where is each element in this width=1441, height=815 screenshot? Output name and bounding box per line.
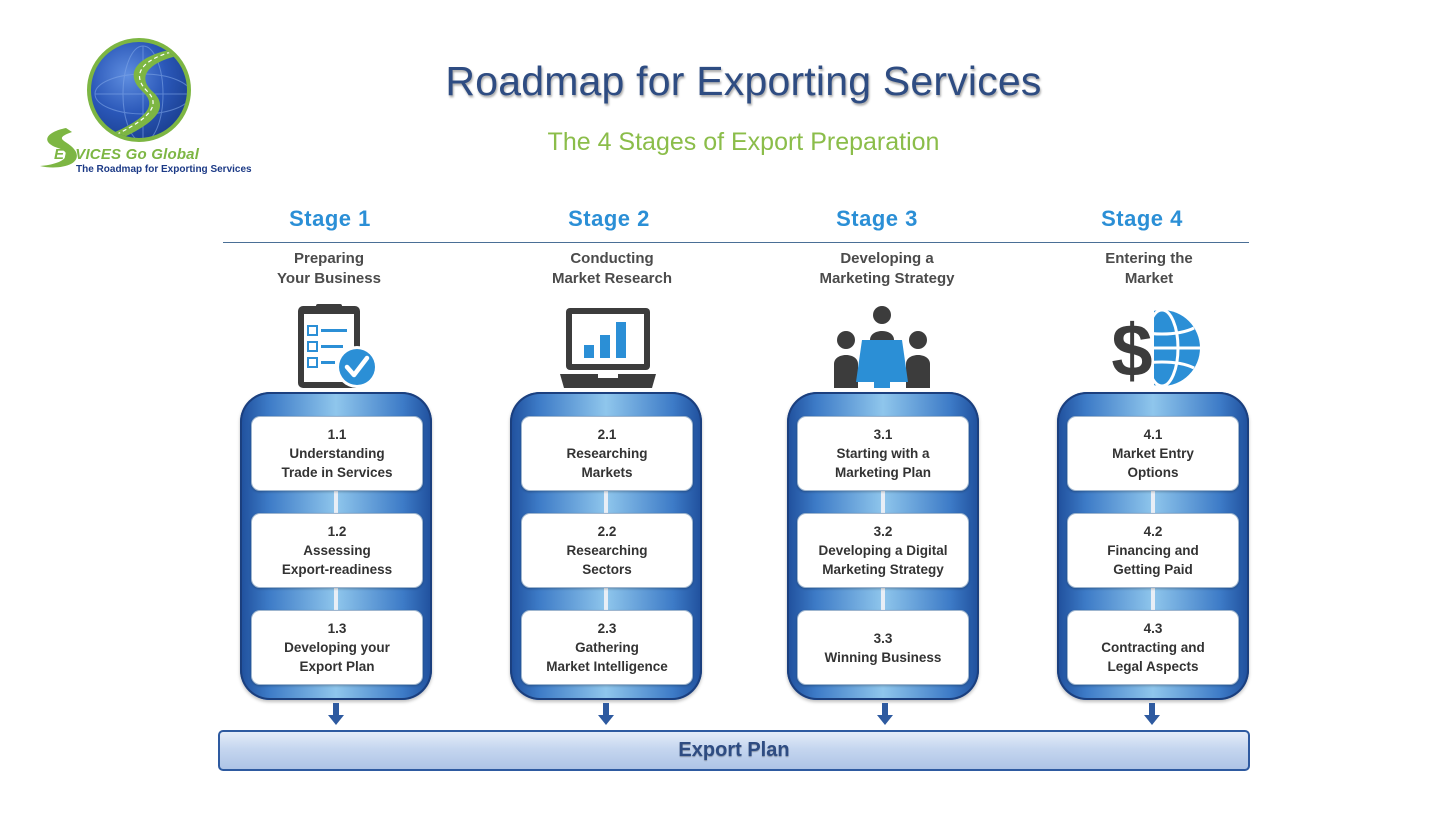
step-connector	[604, 489, 608, 515]
stage-4-heading: Stage 4	[1101, 206, 1183, 231]
step-card-4-1: 4.1 Market Entry Options	[1067, 416, 1239, 491]
step-label: Starting with a Marketing Plan	[834, 446, 932, 480]
stage-1-name: Preparing Your Business	[277, 250, 381, 287]
down-arrow-icon	[598, 703, 614, 725]
services-go-global-logo: ERVICES Go Global The Roadmap for Export…	[34, 34, 252, 184]
step-number: 3.1	[873, 427, 893, 442]
logo-brand-name: ERVICES Go Global	[54, 146, 200, 163]
step-card-4-2: 4.2 Financing and Getting Paid	[1067, 513, 1239, 588]
dollar-globe-icon: $	[1110, 306, 1200, 390]
down-arrow-icon	[1144, 703, 1160, 725]
step-number: 2.2	[597, 524, 617, 539]
export-plan-bar: Export Plan	[218, 730, 1250, 771]
step-card-1-3: 1.3 Developing your Export Plan	[251, 610, 423, 685]
step-label: Market Entry Options	[1112, 446, 1194, 480]
step-label: Researching Markets	[566, 446, 648, 480]
step-connector	[604, 586, 608, 612]
step-number: 1.3	[327, 621, 347, 636]
step-number: 4.2	[1143, 524, 1163, 539]
stage-4-name: Entering the Market	[1105, 250, 1193, 287]
step-label: Understanding Trade in Services	[281, 446, 393, 480]
step-card-3-2: 3.2 Developing a Digital Marketing Strat…	[797, 513, 969, 588]
page-title: Roadmap for Exporting Services	[445, 58, 1042, 104]
step-connector	[881, 489, 885, 515]
step-connector	[334, 489, 338, 515]
down-arrow-icon	[328, 703, 344, 725]
stage-2-heading: Stage 2	[568, 206, 650, 231]
step-label: Developing your Export Plan	[284, 640, 390, 674]
step-connector	[334, 586, 338, 612]
step-number: 2.3	[597, 621, 617, 636]
swoosh-s-icon	[40, 128, 77, 168]
globe-road-icon	[87, 38, 191, 142]
down-arrow-icon	[877, 703, 893, 725]
step-card-4-3: 4.3 Contracting and Legal Aspects	[1067, 610, 1239, 685]
stage-3-name: Developing a Marketing Strategy	[819, 250, 955, 287]
step-number: 3.2	[873, 524, 893, 539]
svg-text:$: $	[1111, 309, 1152, 390]
header-divider	[223, 242, 1249, 243]
step-card-3-3: 3.3 Winning Business	[797, 610, 969, 685]
meeting-icon	[834, 306, 930, 388]
step-number: 1.2	[327, 524, 347, 539]
step-connector	[1151, 586, 1155, 612]
step-card-2-1: 2.1 Researching Markets	[521, 416, 693, 491]
checklist-icon	[298, 304, 378, 388]
step-card-1-2: 1.2 Assessing Export-readiness	[251, 513, 423, 588]
step-label: Assessing Export-readiness	[281, 543, 393, 577]
step-number: 2.1	[597, 427, 617, 442]
step-number: 4.3	[1143, 621, 1163, 636]
step-label: Researching Sectors	[566, 543, 648, 577]
step-label: Developing a Digital Marketing Strategy	[818, 543, 948, 577]
page-subtitle: The 4 Stages of Export Preparation	[547, 128, 940, 156]
stage-2-name: Conducting Market Research	[551, 250, 673, 287]
step-card-2-3: 2.3 Gathering Market Intelligence	[521, 610, 693, 685]
step-card-2-2: 2.2 Researching Sectors	[521, 513, 693, 588]
step-card-1-1: 1.1 Understanding Trade in Services	[251, 416, 423, 491]
laptop-chart-icon	[560, 308, 656, 388]
stage-3-heading: Stage 3	[836, 206, 918, 231]
logo-tagline: The Roadmap for Exporting Services	[76, 164, 252, 175]
step-number: 4.1	[1143, 427, 1163, 442]
step-label: Gathering Market Intelligence	[546, 640, 668, 674]
step-label: Winning Business	[824, 649, 942, 665]
step-label: Contracting and Legal Aspects	[1101, 640, 1205, 674]
step-card-3-1: 3.1 Starting with a Marketing Plan	[797, 416, 969, 491]
step-number: 3.3	[873, 630, 893, 646]
step-connector	[881, 586, 885, 612]
stage-1-heading: Stage 1	[289, 206, 371, 231]
step-label: Financing and Getting Paid	[1107, 543, 1199, 577]
step-number: 1.1	[327, 427, 347, 442]
step-connector	[1151, 489, 1155, 515]
